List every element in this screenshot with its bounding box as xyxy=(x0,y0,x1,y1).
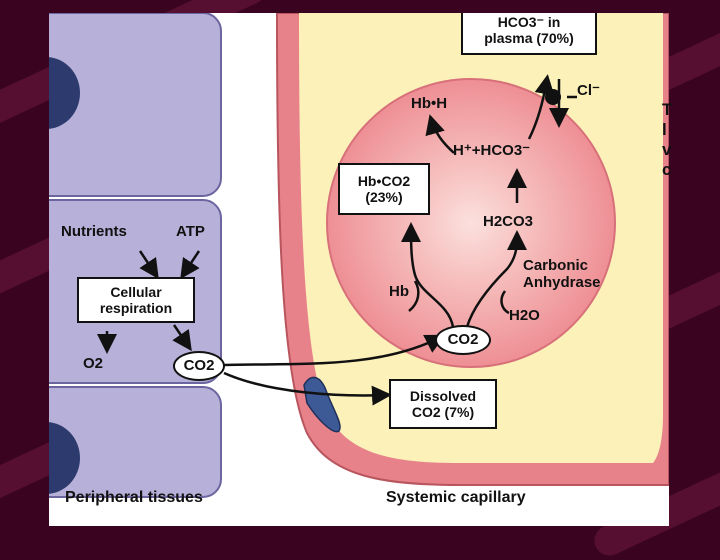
nutrients-label: Nutrients xyxy=(61,223,127,240)
hbco2-line1: Hb•CO2 xyxy=(357,173,411,189)
diagram-panel: HCO3⁻ in plasma (70%) Cl⁻ Hb•H H⁺+HCO3⁻ … xyxy=(49,13,669,526)
cut-off-text: T l v c xyxy=(662,100,672,180)
arrow-hb-join xyxy=(408,280,420,312)
respiration-line2: respiration xyxy=(99,300,173,316)
hb-label: Hb xyxy=(389,283,409,300)
dissolved-line1: Dissolved xyxy=(409,388,477,404)
arrow-co2-to-hb xyxy=(401,222,455,328)
arrow-co2-to-h2co3 xyxy=(465,230,527,328)
arrow-co2-dissolved xyxy=(223,371,392,406)
dissolved-line2: CO2 (7%) xyxy=(411,404,475,420)
plasma-box-line1: HCO3⁻ in xyxy=(497,14,561,30)
co2-tissue-oval: CO2 xyxy=(173,351,225,381)
cut-text-line: v xyxy=(662,140,672,159)
carbonic-line2: Anhydrase xyxy=(523,274,601,291)
carbonic-line1: Carbonic xyxy=(523,257,589,274)
arrow-hco3-out xyxy=(527,74,555,140)
cut-text-line: c xyxy=(662,160,672,179)
carbonic-anhydrase-label: Carbonic Anhydrase xyxy=(523,257,601,291)
respiration-line1: Cellular xyxy=(110,284,162,300)
plasma-bicarbonate-box: HCO3⁻ in plasma (70%) xyxy=(461,13,597,55)
arrows xyxy=(97,74,577,406)
tissue-cell xyxy=(49,386,222,498)
arrow-atp-up xyxy=(180,250,201,280)
atp-label: ATP xyxy=(176,223,205,240)
cut-text-line: T xyxy=(662,100,673,119)
systemic-capillary-caption: Systemic capillary xyxy=(386,489,526,506)
dissolved-co2-box: Dissolved CO2 (7%) xyxy=(389,379,497,429)
arrow-to-hbh xyxy=(425,114,455,154)
red-blood-cell xyxy=(326,78,616,368)
arrow-co2-to-rbc xyxy=(223,334,446,367)
arrow-h2o-join xyxy=(500,290,510,315)
diagram-graphics xyxy=(49,13,669,498)
hb-co2-box: Hb•CO2 (23%) xyxy=(338,163,430,215)
cellular-respiration-box: Cellular respiration xyxy=(77,277,195,323)
tissue-cell xyxy=(49,13,222,197)
nucleus xyxy=(49,57,80,129)
co2-rbc-oval: CO2 xyxy=(435,325,491,355)
hb-h-label: Hb•H xyxy=(411,95,448,112)
nucleus xyxy=(49,422,80,494)
hbco2-line2: (23%) xyxy=(365,189,403,205)
endothelial-nucleus xyxy=(303,376,341,433)
o2-label: O2 xyxy=(83,355,104,372)
h-hco3-label: H⁺+HCO3⁻ xyxy=(453,142,531,159)
peripheral-tissues-caption: Peripheral tissues xyxy=(65,489,203,506)
arrow-nutrients xyxy=(138,250,159,280)
h2co3-label: H2CO3 xyxy=(483,213,534,230)
arrow-to-co2 xyxy=(172,324,192,352)
chloride-label: Cl⁻ xyxy=(577,82,600,99)
h2o-label: H2O xyxy=(509,307,540,324)
plasma-box-line2: plasma (70%) xyxy=(484,30,574,46)
cut-text-line: l xyxy=(662,120,667,139)
